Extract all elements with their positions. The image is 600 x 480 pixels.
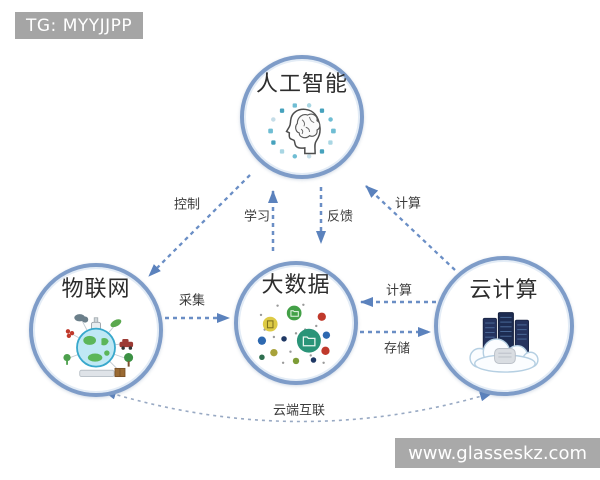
node-iot: 物联网 [29, 263, 163, 397]
node-ai-label: 人工智能 [255, 72, 348, 98]
ai-brain-icon [265, 101, 339, 161]
edge-feedback-label: 反馈 [326, 209, 354, 225]
edge-compute-bigdata-label: 计算 [385, 283, 413, 299]
edge-store-label: 存储 [383, 341, 411, 357]
iot-globe-devices-icon [50, 306, 142, 382]
edge-learn-label: 学习 [243, 209, 271, 225]
edge-control-label: 控制 [173, 197, 201, 213]
node-bigdata-label: 大数据 [261, 273, 331, 299]
site-watermark: www.glasseskz.com [395, 438, 600, 468]
bigdata-scatter-dots-icon [255, 302, 337, 372]
node-iot-label: 物联网 [61, 277, 131, 303]
edge-control-arrow [148, 174, 251, 277]
node-ai: 人工智能 [240, 55, 364, 179]
cloud-servers-icon [461, 307, 547, 373]
node-bigdata: 大数据 [234, 261, 358, 385]
edge-compute-ai-label: 计算 [394, 196, 422, 212]
edge-collect-label: 采集 [178, 293, 206, 309]
node-cloud-label: 云计算 [469, 278, 539, 304]
edge-interconnect-label: 云端互联 [272, 403, 326, 419]
node-cloud: 云计算 [434, 256, 574, 396]
telegram-watermark: TG: MYYJJPP [15, 12, 144, 39]
